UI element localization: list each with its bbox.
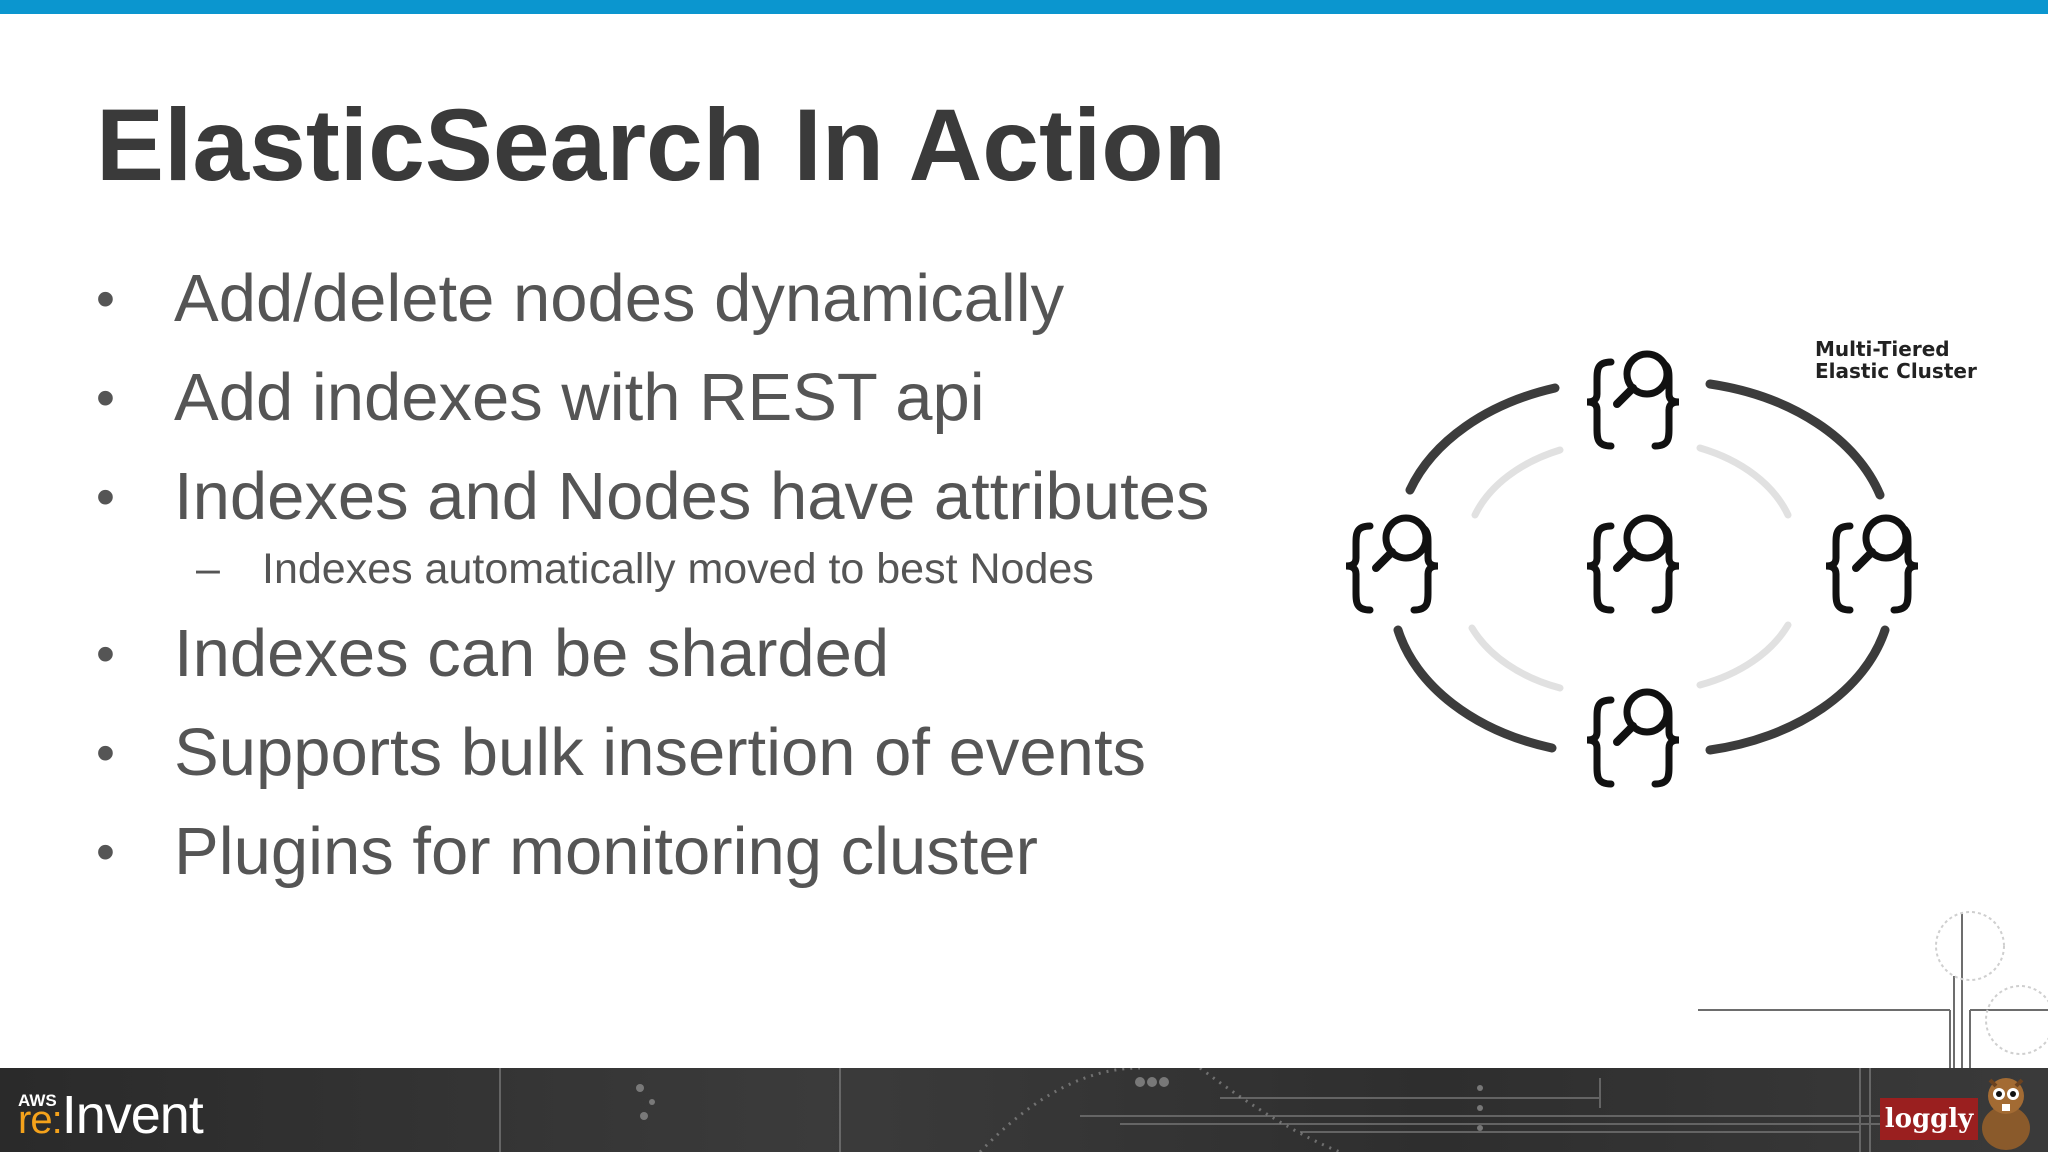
reinvent-logo-invent: Invent bbox=[61, 1085, 204, 1145]
node-top bbox=[1587, 354, 1679, 446]
reinvent-logo: re:Invent bbox=[18, 1080, 204, 1152]
bullet-marker: • bbox=[96, 624, 115, 684]
bullet-item: • Supports bulk insertion of events bbox=[96, 709, 1316, 808]
node-center bbox=[1587, 518, 1679, 610]
bullet-marker: • bbox=[96, 822, 115, 882]
footer-circuit-pattern bbox=[499, 1068, 1900, 1152]
outer-ring-arc bbox=[1705, 625, 1890, 755]
bullet-marker: • bbox=[96, 269, 115, 329]
bullet-text: Indexes can be sharded bbox=[174, 616, 890, 691]
node-bottom bbox=[1587, 692, 1679, 784]
inner-ring-arc bbox=[1471, 446, 1564, 519]
outer-ring-arc bbox=[1393, 625, 1557, 753]
inner-ring-arc bbox=[1696, 444, 1792, 519]
bullet-text: Add indexes with REST api bbox=[174, 360, 985, 435]
top-accent-bar bbox=[0, 0, 2048, 14]
reinvent-logo-colon: : bbox=[51, 1098, 63, 1142]
sub-bullet-text: Indexes automatically moved to best Node… bbox=[262, 545, 1094, 593]
sub-bullet-marker: – bbox=[196, 545, 220, 593]
reinvent-logo-re: re bbox=[18, 1098, 53, 1142]
cluster-diagram bbox=[1320, 330, 1980, 810]
node-left bbox=[1346, 518, 1438, 610]
footer-bar bbox=[0, 1068, 2048, 1152]
bullet-marker: • bbox=[96, 723, 115, 783]
bullet-marker: • bbox=[96, 467, 115, 527]
loggly-logo: loggly bbox=[1880, 1098, 1978, 1140]
bullet-text: Indexes and Nodes have attributes bbox=[174, 459, 1210, 534]
outer-ring-arc bbox=[1405, 383, 1560, 495]
bullet-item: • Add/delete nodes dynamically bbox=[96, 255, 1316, 354]
bullet-list: • Add/delete nodes dynamically • Add ind… bbox=[96, 255, 1316, 907]
decorative-circuit bbox=[1698, 911, 2048, 1068]
aws-logo-text: AWS bbox=[18, 1091, 57, 1110]
node-right bbox=[1826, 518, 1918, 610]
sub-bullet-item: – Indexes automatically moved to best No… bbox=[96, 536, 1316, 602]
bullet-item: • Plugins for monitoring cluster bbox=[96, 808, 1316, 907]
inner-ring-arc bbox=[1696, 621, 1792, 689]
bullet-item: • Add indexes with REST api bbox=[96, 354, 1316, 453]
loggly-beaver-icon bbox=[1982, 1078, 2030, 1150]
inner-ring-arc bbox=[1468, 624, 1564, 692]
bullet-item: • Indexes can be sharded bbox=[96, 610, 1316, 709]
cluster-label: Multi-Tiered Elastic Cluster bbox=[1815, 338, 1977, 382]
cluster-label-line: Multi-Tiered bbox=[1815, 337, 1950, 361]
bullet-text: Plugins for monitoring cluster bbox=[174, 814, 1038, 889]
bullet-text: Supports bulk insertion of events bbox=[174, 715, 1147, 790]
bullet-item: • Indexes and Nodes have attributes bbox=[96, 453, 1316, 552]
outer-ring-arc bbox=[1705, 379, 1885, 500]
cluster-label-line: Elastic Cluster bbox=[1815, 359, 1977, 383]
bullet-marker: • bbox=[96, 368, 115, 428]
slide-title: ElasticSearch In Action bbox=[96, 88, 1226, 202]
bullet-text: Add/delete nodes dynamically bbox=[174, 261, 1065, 336]
